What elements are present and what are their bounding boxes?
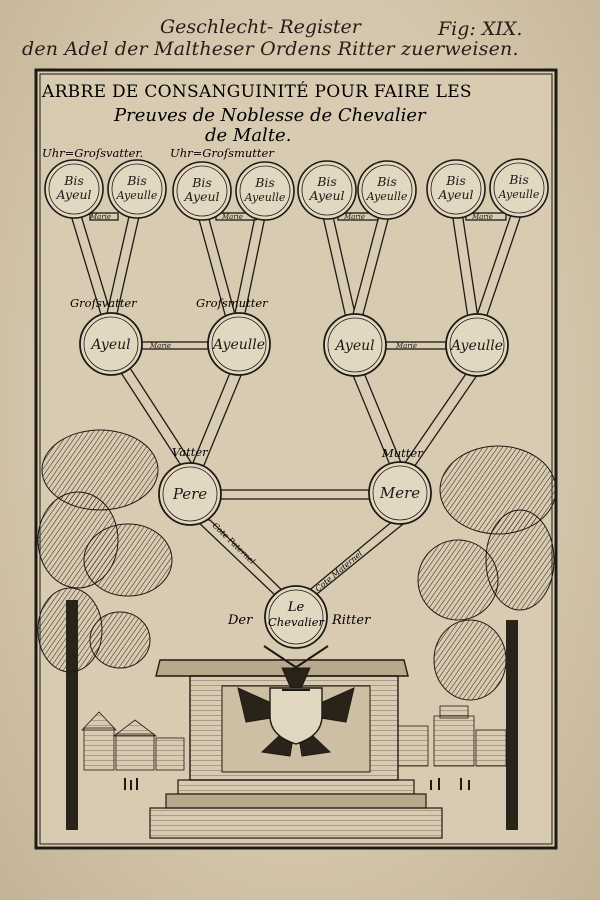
node-text-bis1-b: Ayeul <box>55 187 91 202</box>
left-tree-illustration <box>37 429 173 830</box>
node-pere <box>158 462 222 526</box>
node-ayeulle-maternal <box>445 313 509 377</box>
header-title-line1: Geschlecht- Register <box>160 16 361 38</box>
marie-label-4: Marié <box>471 213 493 221</box>
node-text-bis4-a: Bis <box>254 175 275 190</box>
marie-bar-1 <box>89 212 119 221</box>
node-text-ayeulle2: Ayeulle <box>449 338 503 354</box>
label-father: Vatter <box>172 445 209 459</box>
marie-label-1: Marié <box>89 213 111 221</box>
label-der: Der <box>227 613 253 628</box>
village-background <box>81 705 507 771</box>
node-text-mere: Mere <box>379 484 420 502</box>
marie-label-5: Marié <box>149 342 171 350</box>
node-text-bis6-a: Bis <box>376 174 397 189</box>
node-bis-ayeul-1 <box>44 159 104 219</box>
node-text-bis7-b: Ayeul <box>437 187 473 202</box>
node-text-bis5-b: Ayeul <box>308 188 344 203</box>
node-ayeulle-paternal <box>207 312 271 376</box>
title-line2: Preuves de Noblesse de Chevalier <box>113 105 427 126</box>
node-text-pere: Pere <box>172 485 207 503</box>
node-text-ayeulle1: Ayeulle <box>211 337 265 353</box>
node-bis-ayeulle-8 <box>489 158 549 218</box>
node-text-bis3-a: Bis <box>191 175 212 190</box>
node-text-bis8-a: Bis <box>508 172 529 187</box>
great-grandparent-row <box>44 158 549 221</box>
node-text-ayeul2: Ayeul <box>333 338 374 354</box>
header-title-line2: den Adel der Maltheser Ordens Ritter zue… <box>22 38 519 60</box>
node-text-bis7-a: Bis <box>445 173 466 188</box>
node-text-chevalier-a: Le <box>287 600 305 615</box>
marie-bar-5 <box>137 341 209 350</box>
coat-of-arms-shield <box>269 687 323 745</box>
node-text-bis1-a: Bis <box>63 173 84 188</box>
node-bis-ayeulle-4 <box>235 161 295 221</box>
node-text-bis5-a: Bis <box>316 174 337 189</box>
monument-pedestal <box>149 645 443 839</box>
marie-bar-parents <box>219 489 371 500</box>
marie-label-2: Marié <box>221 213 243 221</box>
node-chevalier <box>264 585 328 649</box>
title-line3: de Malte. <box>205 125 291 146</box>
node-ayeul-paternal <box>79 312 143 376</box>
node-bis-ayeulle-2 <box>107 159 167 219</box>
label-great-grandmother: Uhr=Groſsmutter <box>170 146 275 160</box>
node-ayeul-maternal <box>323 313 387 377</box>
node-bis-ayeul-5 <box>297 160 357 220</box>
label-great-grandfather: Uhr=Groſsvatter. <box>42 146 143 160</box>
plate-inner-frame <box>39 73 553 845</box>
node-text-bis8-b: Ayeulle <box>498 188 540 201</box>
node-text-bis3-b: Ayeul <box>183 189 219 204</box>
node-text-bis2-a: Bis <box>126 173 147 188</box>
title-line1: ARBRE DE CONSANGUINITÉ POUR FAIRE LES <box>41 81 472 102</box>
label-mother: Mutter <box>381 446 424 460</box>
figure-number: Fig: XIX. <box>438 18 523 40</box>
marie-label-3: Marié <box>343 213 365 221</box>
right-tree-illustration <box>417 445 557 830</box>
node-bis-ayeul-7 <box>426 159 486 219</box>
node-bis-ayeul-3 <box>172 161 232 221</box>
small-figures <box>124 778 470 790</box>
node-mere <box>368 461 432 525</box>
node-text-ayeul1: Ayeul <box>89 337 130 353</box>
node-text-bis6-b: Ayeulle <box>366 190 408 203</box>
label-grandfather: Groſsvatter <box>70 296 138 310</box>
node-text-bis2-b: Ayeulle <box>116 189 158 202</box>
node-text-bis4-b: Ayeulle <box>244 191 286 204</box>
label-ritter: Ritter <box>331 613 371 628</box>
node-bis-ayeulle-6 <box>357 160 417 220</box>
node-text-chevalier-b: Chevalier <box>268 615 326 629</box>
marie-label-6: Marié <box>395 342 417 350</box>
label-grandmother: Groſsmutter <box>196 296 269 310</box>
